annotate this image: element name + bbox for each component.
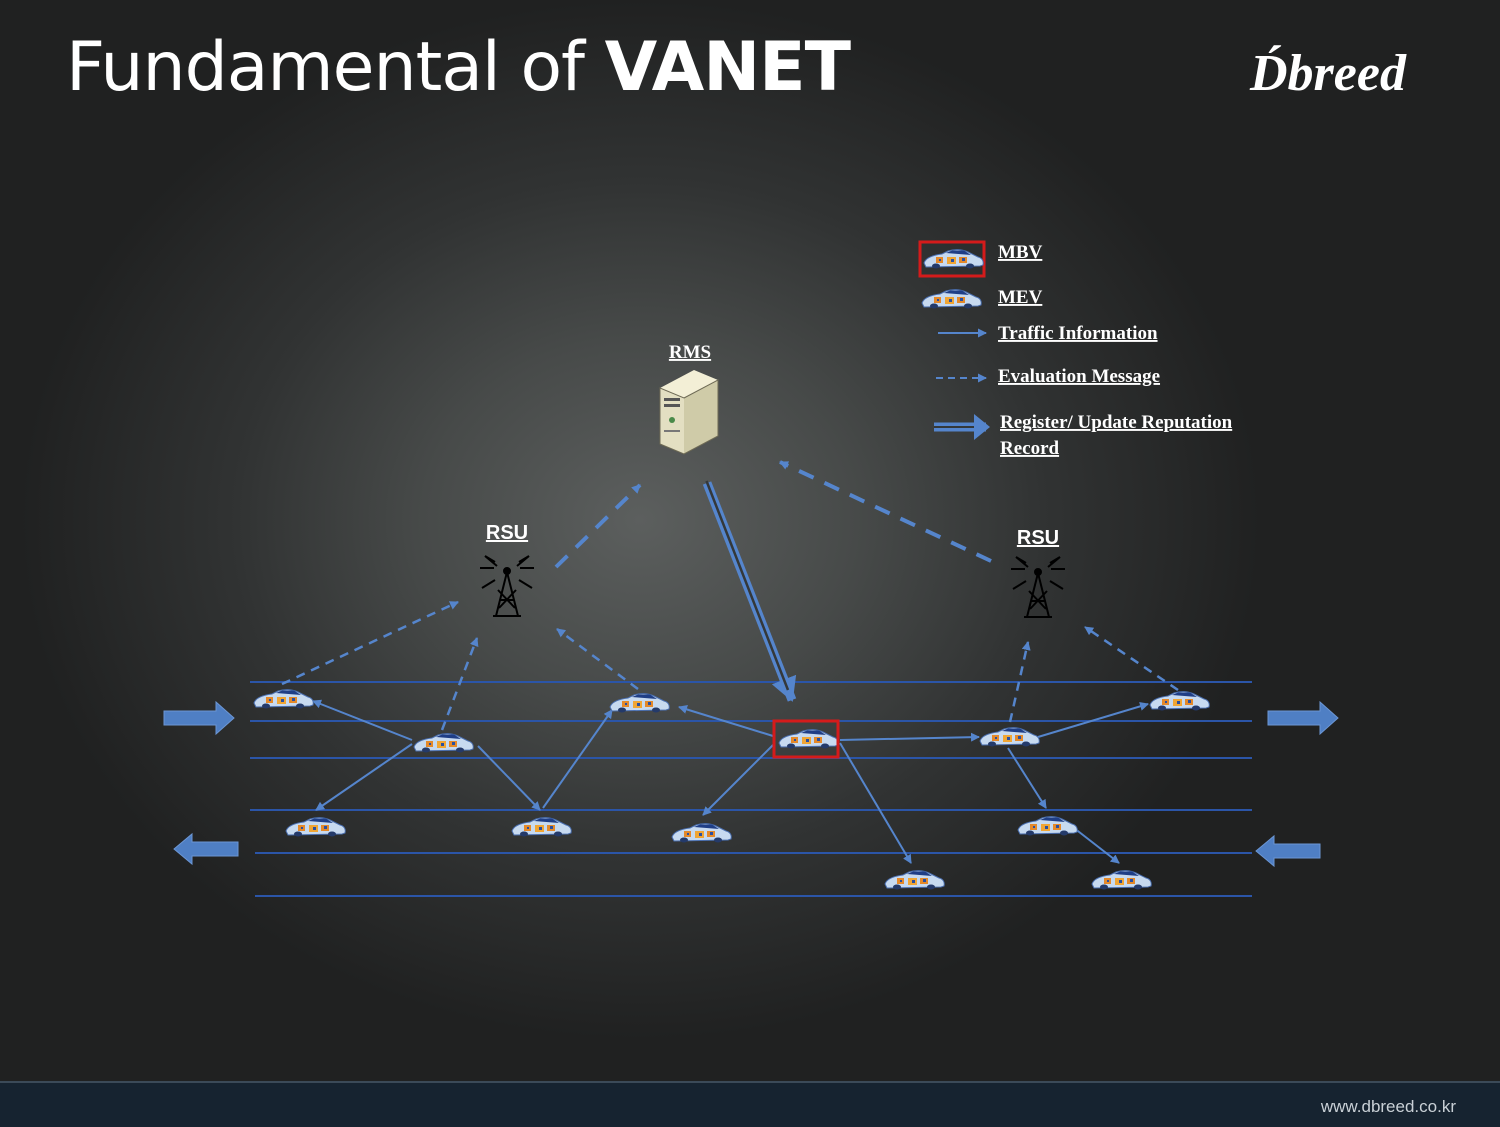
car-icon bbox=[979, 727, 1040, 747]
title-bold: VANET bbox=[604, 28, 851, 107]
legend-mbv-label: MBV bbox=[998, 242, 1043, 263]
legend-mev-label: MEV bbox=[998, 287, 1043, 308]
antenna-tower-icon bbox=[480, 555, 534, 617]
car-icon bbox=[1017, 816, 1078, 836]
traffic-arrow bbox=[477, 745, 541, 811]
brand-logo: D́breed bbox=[1250, 45, 1406, 102]
direction-right-arrow-icon bbox=[163, 700, 235, 736]
footer-bar: www.dbreed.co.kr bbox=[0, 1081, 1500, 1127]
mbv-highlight-box bbox=[772, 719, 840, 759]
traffic-arrow bbox=[312, 699, 413, 741]
legend-register-label-line2: Record bbox=[1000, 438, 1060, 459]
traffic-arrow bbox=[839, 742, 912, 864]
car-icon bbox=[253, 689, 314, 709]
title-regular: Fundamental of bbox=[66, 28, 605, 107]
legend-evaluation-label: Evaluation Message bbox=[998, 366, 1160, 387]
traffic-arrow bbox=[1073, 827, 1120, 864]
traffic-arrow bbox=[839, 732, 980, 742]
car-icon bbox=[671, 823, 732, 843]
car-icon bbox=[778, 729, 839, 749]
car-icon bbox=[413, 733, 474, 753]
rsu-right-label: RSU bbox=[1017, 527, 1059, 549]
car-icon bbox=[923, 249, 984, 269]
direction-left-arrow-icon bbox=[173, 832, 239, 866]
car-icon bbox=[511, 817, 572, 837]
evaluation-arrow-rsu-to-rms bbox=[554, 483, 642, 569]
car-icon bbox=[884, 870, 945, 890]
antenna-tower-icon bbox=[1011, 556, 1065, 618]
evaluation-arrow bbox=[440, 637, 479, 731]
car-icon bbox=[1149, 691, 1210, 711]
evaluation-arrow bbox=[281, 600, 459, 686]
direction-left-arrow-icon bbox=[1255, 834, 1321, 868]
evaluation-arrow bbox=[556, 627, 639, 691]
evaluation-arrow-rsu-to-rms bbox=[779, 460, 992, 563]
evaluation-arrow bbox=[1008, 641, 1031, 723]
car-icon bbox=[921, 289, 982, 309]
car-icon bbox=[609, 693, 670, 713]
car-icon bbox=[1091, 870, 1152, 890]
evaluation-arrow bbox=[1084, 625, 1179, 692]
server-icon bbox=[659, 370, 719, 455]
page-title: Fundamental of VANET bbox=[66, 28, 851, 107]
legend-traffic-label: Traffic Information bbox=[998, 323, 1158, 344]
traffic-arrow bbox=[542, 709, 613, 809]
direction-right-arrow-icon bbox=[1267, 700, 1339, 736]
car-icon bbox=[285, 817, 346, 837]
rms-label: RMS bbox=[669, 342, 711, 363]
legend-mbv-box bbox=[918, 240, 986, 278]
traffic-arrow bbox=[702, 744, 774, 816]
legend: MBV MEV Traffic Information Evaluation M… bbox=[918, 240, 1233, 459]
legend-register-label-line1: Register/ Update Reputation bbox=[1000, 412, 1233, 433]
rsu-left-label: RSU bbox=[486, 522, 528, 544]
traffic-arrow bbox=[678, 705, 774, 737]
legend-register-arrow bbox=[934, 414, 990, 440]
road-lanes bbox=[250, 681, 1252, 897]
footer-url: www.dbreed.co.kr bbox=[1320, 1097, 1456, 1116]
traffic-arrow bbox=[1007, 747, 1047, 809]
register-update-arrow bbox=[702, 480, 797, 702]
traffic-arrow bbox=[1037, 701, 1149, 738]
traffic-arrow bbox=[315, 743, 413, 811]
